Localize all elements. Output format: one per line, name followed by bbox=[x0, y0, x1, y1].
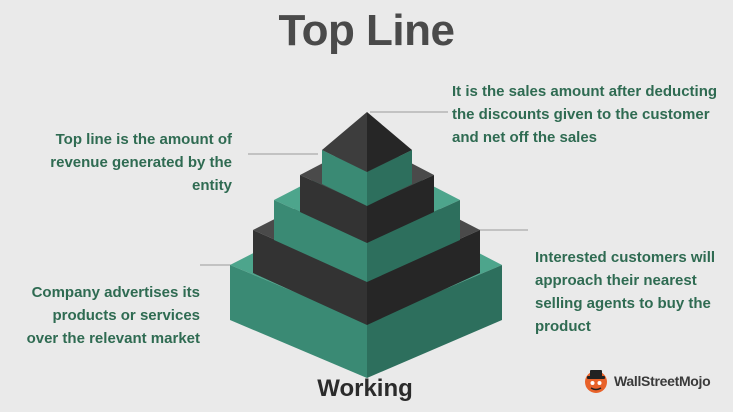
note-company-advertises: Company advertises its products or servi… bbox=[26, 284, 200, 347]
note-interested-customers: Interested customers will approach their… bbox=[535, 249, 716, 335]
page-title: Top Line bbox=[278, 6, 455, 55]
brand-logo: WallStreetMojo bbox=[582, 366, 711, 396]
note-sales-amount: It is the sales amount after deducting t… bbox=[452, 83, 718, 146]
brand-name: WallStreetMojo bbox=[614, 373, 711, 389]
wallstreetmojo-logo-icon bbox=[585, 370, 607, 393]
note-revenue-definition: Top line is the amount of revenue genera… bbox=[50, 131, 232, 194]
diagram-caption: Working bbox=[317, 375, 413, 402]
pyramid-apex bbox=[322, 112, 412, 172]
